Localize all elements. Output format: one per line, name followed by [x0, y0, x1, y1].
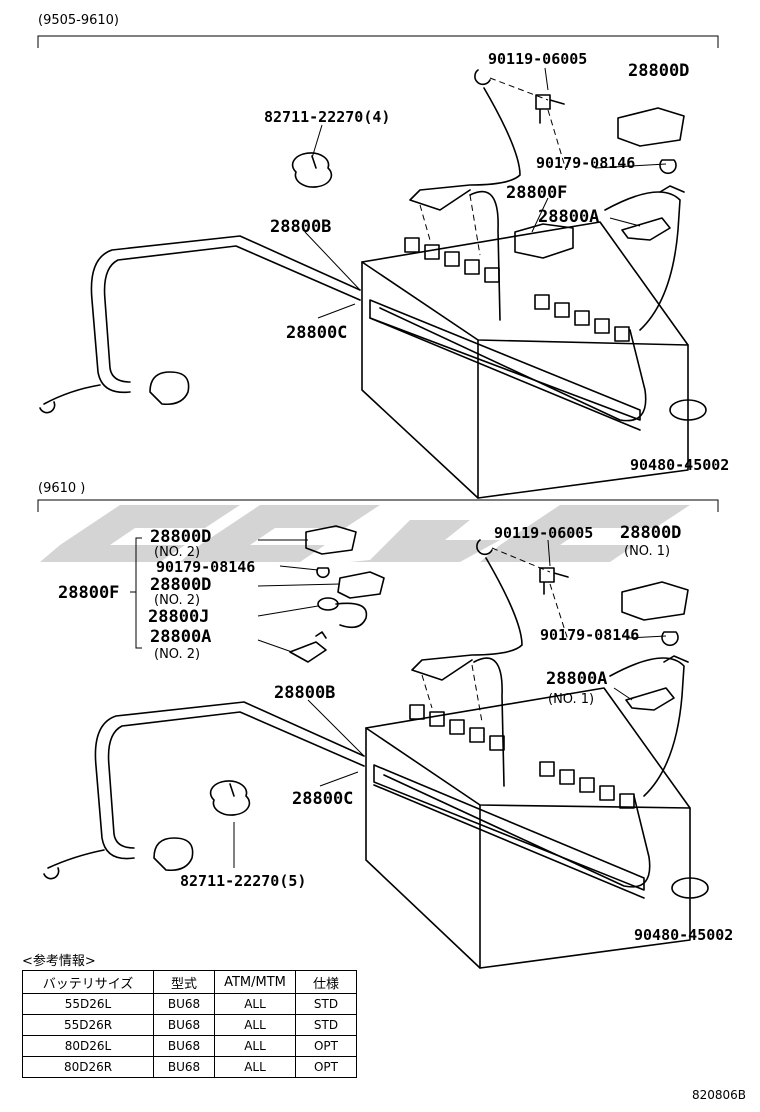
label-terminal-a-no2-sub: (NO. 2) [154, 647, 200, 662]
table-row: 55D26L BU68 ALL STD [22, 993, 357, 1015]
label-terminal-a-no2: 28800A [150, 627, 211, 647]
label-cable-f-bottom: 28800F [58, 583, 119, 603]
label-clamp-top: 82711-22270(4) [264, 108, 390, 126]
cell-battery-size: 80D26R [22, 1056, 154, 1078]
label-grommet-bottom: 90480-45002 [634, 926, 733, 944]
section-top: (9505-9610) [37, 13, 729, 499]
label-cover-d-top: 28800D [628, 61, 689, 81]
label-grommet-top: 90480-45002 [630, 456, 729, 474]
cell-atm-mtm: ALL [214, 1014, 296, 1036]
label-terminal-a-no1: 28800A [546, 669, 607, 689]
label-cable-c-top: 28800C [286, 323, 347, 343]
header-atm-mtm: ATM/MTM [214, 970, 296, 994]
label-cable-c-bottom: 28800C [292, 789, 353, 809]
cell-model: BU68 [153, 993, 215, 1015]
section-bottom: (9610 ) [37, 481, 733, 969]
figure-code: 820806B [691, 1088, 746, 1102]
label-terminal-a-no1-sub: (NO. 1) [548, 692, 594, 707]
header-model: 型式 [153, 970, 215, 994]
label-cover-d-no2: 28800D [150, 527, 211, 547]
label-cable-f-top: 28800F [506, 183, 567, 203]
info-caption: <参考情報> [22, 954, 96, 969]
label-cable-j: 28800J [148, 607, 209, 627]
cell-atm-mtm: ALL [214, 993, 296, 1015]
cell-spec: STD [295, 1014, 357, 1036]
cell-model: BU68 [153, 1035, 215, 1057]
cable-b-top [90, 235, 361, 394]
label-nut-top: 90179-08146 [536, 154, 635, 172]
label-cable-b-top: 28800B [270, 217, 331, 237]
cable-c-top [379, 307, 647, 422]
cell-model: BU68 [153, 1056, 215, 1078]
header-battery-size: バッテリサイズ [22, 970, 154, 994]
label-terminal-a-top: 28800A [538, 207, 599, 227]
label-cover-d-no2b-sub: (NO. 2) [154, 593, 200, 608]
label-bolt-bottom: 90119-06005 [494, 524, 593, 542]
label-nut-small: 90179-08146 [156, 558, 255, 576]
label-cover-d-no1-sub: (NO. 1) [624, 544, 670, 559]
cable-c-bottom [383, 774, 651, 888]
spec-table: バッテリサイズ 型式 ATM/MTM 仕様 55D26L BU68 ALL ST… [22, 970, 357, 1078]
label-cable-b-bottom: 28800B [274, 683, 335, 703]
header-spec: 仕様 [295, 970, 357, 994]
cell-spec: OPT [295, 1056, 357, 1078]
cell-battery-size: 80D26L [22, 1035, 154, 1057]
section-bottom-range: (9610 ) [38, 481, 85, 496]
watermark [40, 505, 690, 562]
cell-battery-size: 55D26R [22, 1014, 154, 1036]
table-row: 80D26R BU68 ALL OPT [22, 1056, 357, 1078]
table-row: 55D26R BU68 ALL STD [22, 1014, 357, 1036]
label-nut-bottom: 90179-08146 [540, 626, 639, 644]
table-row: 80D26L BU68 ALL OPT [22, 1035, 357, 1057]
cell-spec: OPT [295, 1035, 357, 1057]
cell-spec: STD [295, 993, 357, 1015]
cell-atm-mtm: ALL [214, 1056, 296, 1078]
label-cover-d-no2b: 28800D [150, 575, 211, 595]
cell-model: BU68 [153, 1014, 215, 1036]
section-top-range: (9505-9610) [38, 13, 119, 28]
label-bolt-top: 90119-06005 [488, 50, 587, 68]
label-cover-d-no2-sub: (NO. 2) [154, 545, 200, 560]
cable-b-bottom [94, 701, 365, 860]
label-cover-d-no1: 28800D [620, 523, 681, 543]
spec-header-row: バッテリサイズ 型式 ATM/MTM 仕様 [22, 970, 357, 994]
label-clamp-bottom: 82711-22270(5) [180, 872, 306, 890]
cell-battery-size: 55D26L [22, 993, 154, 1015]
battery-bottom [365, 687, 691, 969]
cell-atm-mtm: ALL [214, 1035, 296, 1057]
